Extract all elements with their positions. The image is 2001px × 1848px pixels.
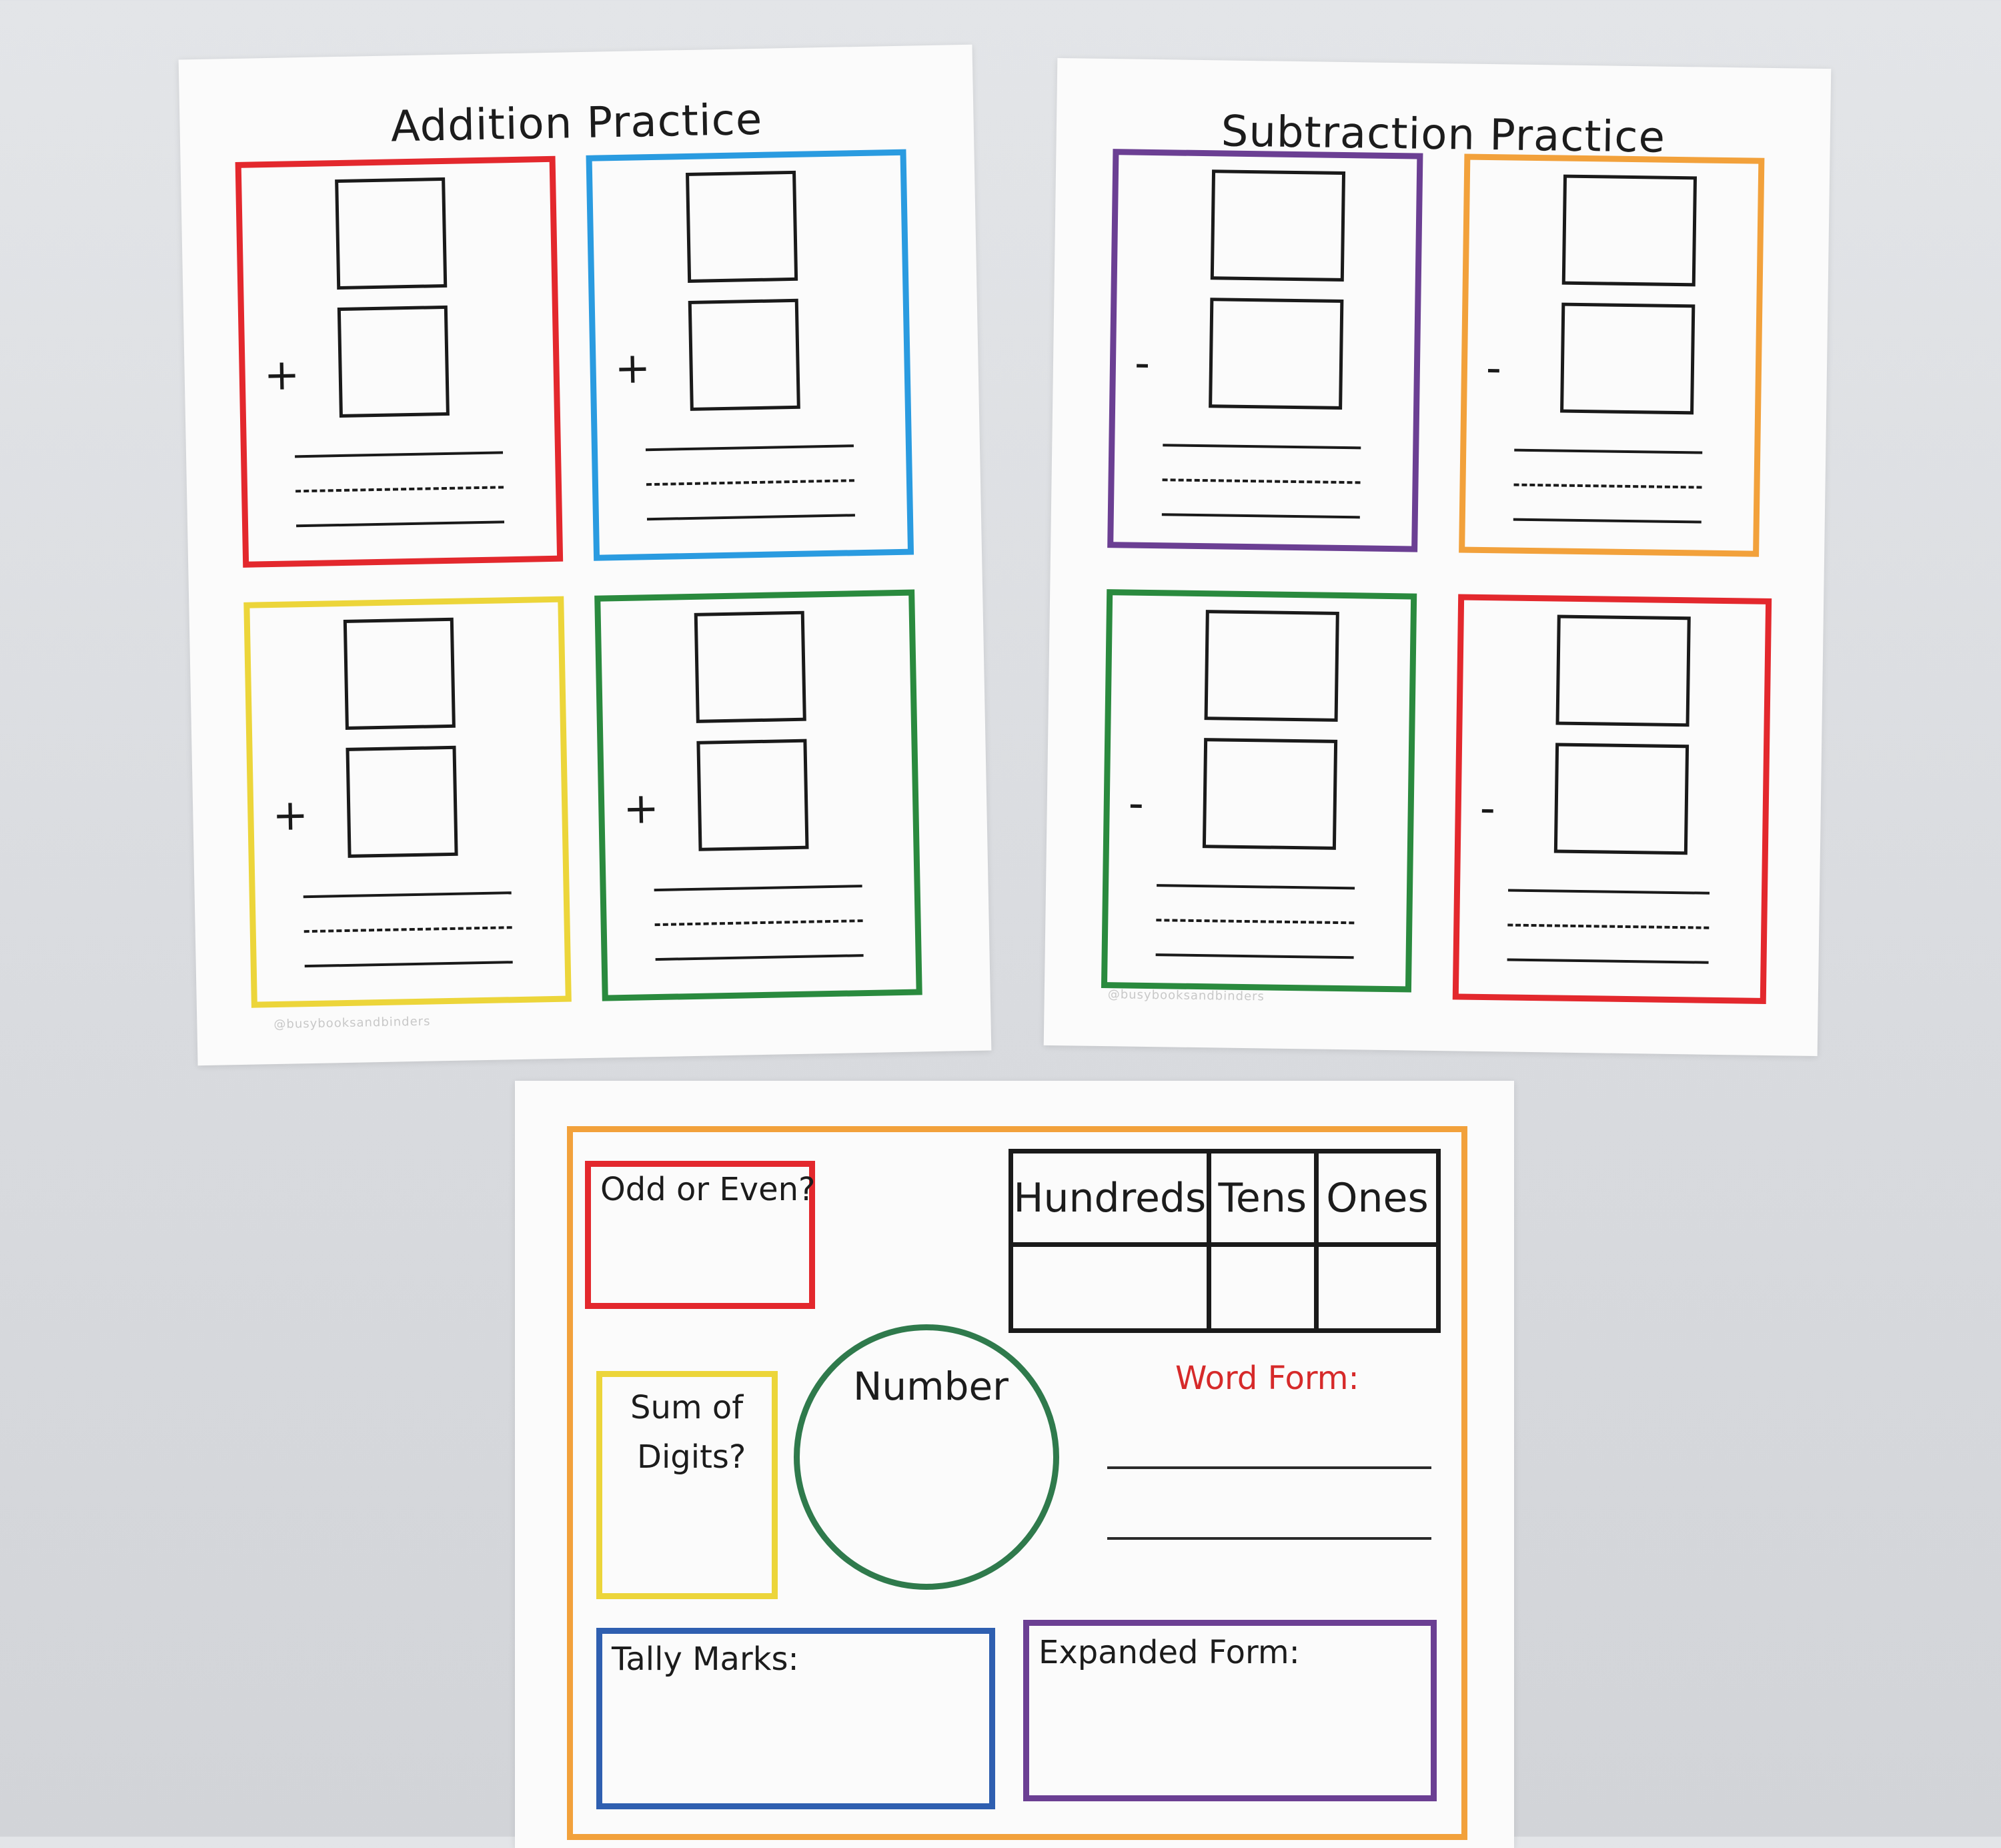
- number-label: Number: [853, 1364, 1009, 1409]
- answer-line-top: [654, 885, 862, 892]
- top-number-box[interactable]: [335, 177, 448, 290]
- subtraction-practice-sheet: Subtraction Practice - - -: [1043, 57, 1832, 1057]
- minus-sign: -: [1134, 338, 1151, 388]
- tens-header: Tens: [1206, 1149, 1319, 1247]
- number-breakdown-sheet: Odd or Even? Hundreds Tens Ones Sum of D…: [515, 1081, 1514, 1848]
- answer-line-bottom[interactable]: [1161, 513, 1360, 519]
- minus-sign: -: [1479, 783, 1496, 834]
- ones-cell[interactable]: [1314, 1242, 1441, 1333]
- answer-line-dashed: [1507, 923, 1710, 929]
- bottom-number-box[interactable]: [1202, 738, 1338, 850]
- top-number-box[interactable]: [343, 617, 456, 730]
- word-form-label: Word Form:: [1175, 1360, 1359, 1397]
- bottom-number-box[interactable]: [337, 305, 450, 418]
- minus-sign: -: [1128, 779, 1145, 829]
- subtraction-card-2: -: [1459, 153, 1765, 557]
- bottom-number-box[interactable]: [696, 739, 809, 851]
- answer-line-bottom[interactable]: [296, 520, 505, 528]
- plus-sign: +: [263, 350, 301, 401]
- answer-line-dashed: [1513, 483, 1702, 489]
- answer-line-bottom[interactable]: [646, 514, 855, 521]
- answer-line-dashed: [1162, 478, 1361, 484]
- top-number-box[interactable]: [1561, 174, 1698, 287]
- top-number-box[interactable]: [1210, 169, 1346, 282]
- sum-of-digits-card[interactable]: Sum of Digits?: [596, 1371, 778, 1599]
- bottom-number-box[interactable]: [1209, 298, 1344, 410]
- answer-line-dashed: [654, 919, 863, 927]
- top-number-box[interactable]: [1204, 610, 1339, 722]
- answer-line-top: [303, 891, 512, 899]
- tens-cell[interactable]: [1206, 1242, 1319, 1333]
- answer-line-top: [1163, 444, 1361, 450]
- answer-line-dashed: [295, 486, 504, 493]
- odd-or-even-card[interactable]: Odd or Even?: [585, 1161, 816, 1309]
- answer-line-dashed: [646, 479, 854, 486]
- answer-line-top: [1157, 884, 1355, 890]
- minus-sign: -: [1485, 343, 1502, 394]
- sum-of-digits-label-2: Digits?: [637, 1438, 746, 1476]
- odd-or-even-label: Odd or Even?: [600, 1171, 816, 1208]
- subtraction-card-1: -: [1107, 149, 1423, 552]
- place-value-table: Hundreds Tens Ones: [1009, 1149, 1441, 1333]
- bottom-number-box[interactable]: [688, 298, 800, 411]
- top-number-box[interactable]: [694, 610, 806, 723]
- word-form-line-2[interactable]: [1107, 1537, 1431, 1540]
- hundreds-header: Hundreds: [1009, 1149, 1211, 1247]
- addition-card-3: +: [243, 596, 572, 1008]
- plus-sign: +: [271, 791, 309, 841]
- answer-line-top: [1514, 448, 1703, 454]
- bottom-number-box[interactable]: [1553, 743, 1690, 855]
- answer-line-dashed: [303, 926, 512, 933]
- watermark: @busybooksandbinders: [273, 1014, 431, 1032]
- answer-line-bottom[interactable]: [1155, 953, 1354, 959]
- bottom-number-box[interactable]: [346, 745, 458, 858]
- answer-line-bottom[interactable]: [655, 954, 864, 961]
- addition-card-1: +: [235, 155, 564, 568]
- expanded-form-label: Expanded Form:: [1039, 1634, 1300, 1671]
- plus-sign: +: [614, 344, 651, 394]
- expanded-form-card[interactable]: Expanded Form:: [1023, 1620, 1437, 1801]
- answer-line-bottom[interactable]: [1513, 518, 1702, 524]
- subtraction-card-4: -: [1452, 594, 1772, 1004]
- addition-practice-sheet: Addition Practice + + +: [178, 44, 992, 1066]
- sum-of-digits-label-1: Sum of: [630, 1389, 744, 1426]
- subtraction-card-3: -: [1101, 589, 1417, 993]
- number-circle[interactable]: Number: [794, 1324, 1059, 1590]
- bottom-number-box[interactable]: [1560, 302, 1696, 415]
- tally-marks-card[interactable]: Tally Marks:: [596, 1628, 995, 1809]
- answer-line-top: [1508, 889, 1710, 895]
- answer-line-dashed: [1156, 919, 1355, 925]
- tally-marks-label: Tally Marks:: [612, 1641, 799, 1678]
- sheet-title: Addition Practice: [390, 95, 763, 152]
- plus-sign: +: [622, 783, 660, 834]
- answer-line-bottom[interactable]: [304, 961, 513, 968]
- addition-card-4: +: [594, 589, 922, 1001]
- top-number-box[interactable]: [1555, 614, 1691, 727]
- ones-header: Ones: [1314, 1149, 1441, 1247]
- answer-line-bottom[interactable]: [1507, 958, 1709, 964]
- word-form-line-1[interactable]: [1107, 1466, 1431, 1469]
- answer-line-top: [645, 444, 854, 452]
- hundreds-cell[interactable]: [1009, 1242, 1211, 1333]
- watermark: @busybooksandbinders: [1107, 987, 1265, 1004]
- answer-line-top: [295, 451, 504, 458]
- addition-card-2: +: [586, 149, 914, 561]
- top-number-box[interactable]: [686, 170, 798, 283]
